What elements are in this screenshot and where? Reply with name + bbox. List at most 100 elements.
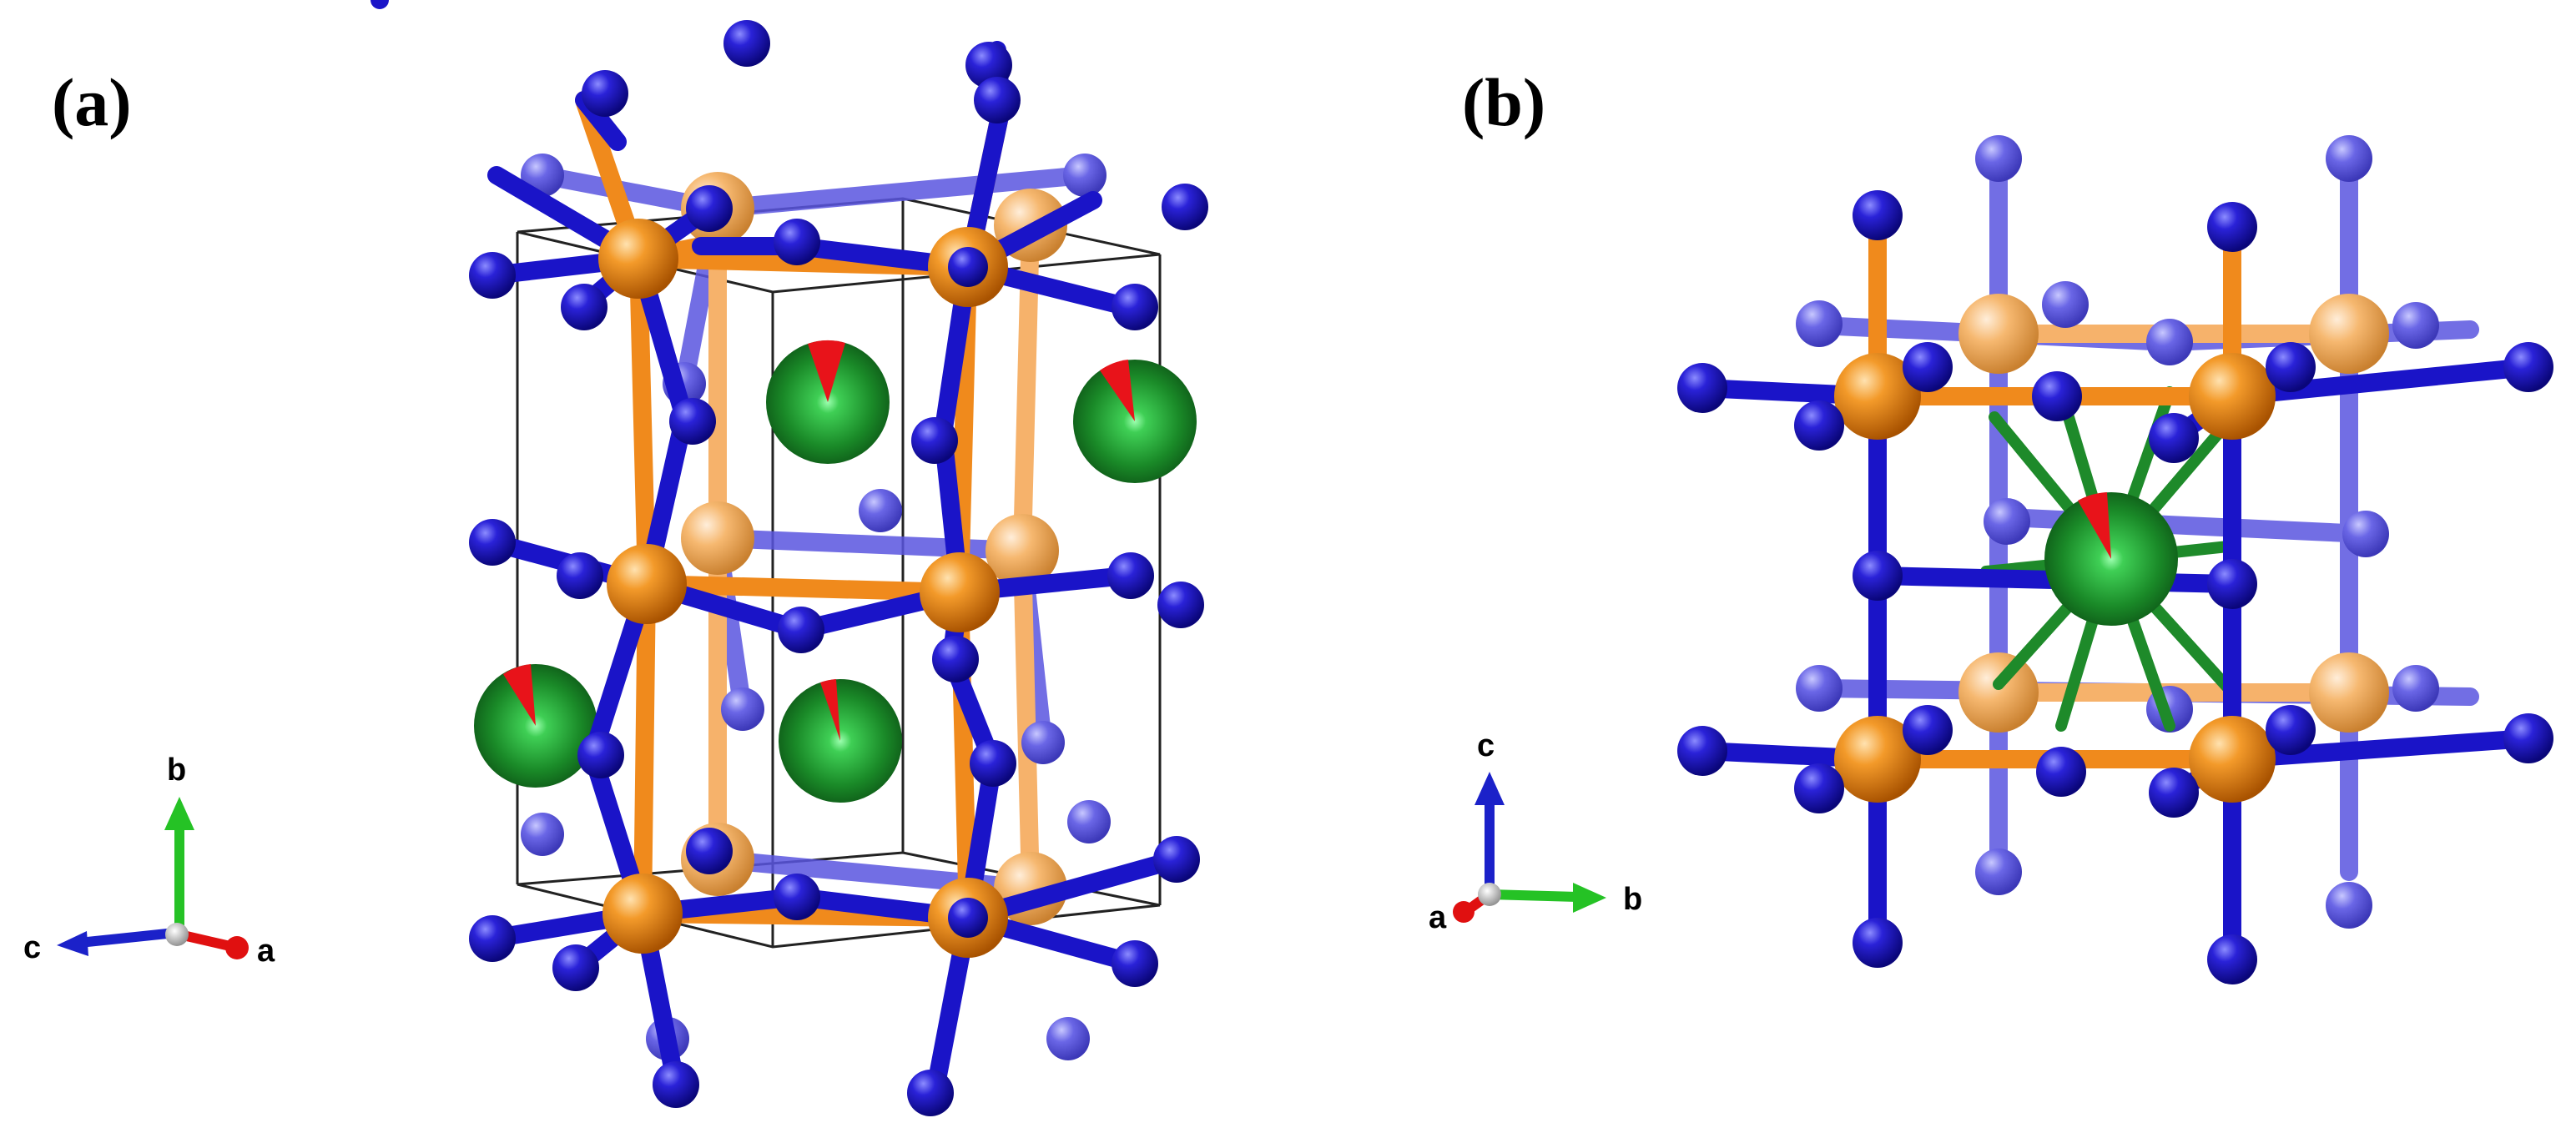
anion-atom	[1157, 582, 1204, 628]
metal-atom-far	[1958, 652, 2039, 733]
anion-atom-far	[1067, 800, 1111, 843]
anion-atom-far	[2342, 511, 2389, 557]
anion-atom	[1112, 284, 1158, 330]
anion-atom	[582, 70, 628, 117]
metal-atom-far	[986, 514, 1059, 587]
anion-atom	[469, 519, 516, 566]
anion-atom	[774, 874, 820, 920]
anion-atom	[1794, 763, 1844, 813]
anion-atom	[1677, 726, 1727, 776]
metal-atom	[1834, 353, 1921, 440]
anion-atom	[948, 247, 988, 287]
cation-atom	[474, 664, 597, 788]
anion-atom-far	[521, 813, 564, 856]
anion-atom	[1153, 836, 1200, 883]
anion-atom	[552, 944, 599, 991]
anion-atoms	[1677, 190, 2553, 984]
anion-atom-far	[1975, 848, 2022, 895]
cation-atom	[779, 679, 902, 803]
anion-atoms	[469, 20, 1208, 1116]
anion-atom	[2266, 705, 2316, 755]
axis-label-right: a	[257, 934, 275, 969]
axis-indicator-a: b c a	[23, 753, 275, 969]
anion-atom	[911, 417, 958, 464]
metal-atom-far	[2309, 294, 2389, 374]
anion-atom-far	[2326, 882, 2372, 929]
panel-a: (a)	[23, 0, 1208, 1116]
axis-label-up: c	[1477, 728, 1495, 763]
metal-atom-far	[681, 501, 754, 575]
anion-atom	[1112, 940, 1158, 987]
anion-atom	[469, 252, 516, 299]
anion-atom	[469, 915, 516, 962]
anion-atom	[778, 607, 824, 653]
anion-atom	[1162, 184, 1208, 230]
anion-atom	[2207, 202, 2257, 252]
anion-atom	[2207, 934, 2257, 984]
anion-atom	[686, 828, 733, 874]
anion-atom	[2266, 342, 2316, 392]
cation-atoms	[474, 340, 1197, 803]
anion-atom-far	[1063, 154, 1107, 197]
axis-label-left: c	[23, 930, 41, 965]
anion-atom	[2149, 768, 2199, 818]
anion-atom	[2207, 559, 2257, 609]
axis-indicator-b: c b a	[1429, 728, 1642, 935]
metal-atom	[2189, 716, 2276, 803]
anion-atom	[932, 636, 979, 682]
axis-label-left: a	[1429, 900, 1447, 935]
cation-atom	[1073, 360, 1197, 483]
metal-atom	[2189, 353, 2276, 440]
panel-label-b: (b)	[1462, 64, 1545, 140]
anion-atom-far	[2146, 319, 2193, 365]
anion-atom-far	[2392, 665, 2439, 712]
metal-atom-far	[2309, 652, 2389, 733]
anion-atom-far	[2326, 135, 2372, 182]
metal-atom	[602, 874, 683, 954]
panel-label-a: (a)	[52, 64, 132, 140]
anion-atom-far	[1046, 1017, 1090, 1060]
metal-atoms	[1834, 353, 2276, 803]
anion-atom	[723, 20, 770, 67]
anion-atom	[577, 732, 624, 778]
cation-atom	[766, 340, 890, 464]
anion-atom	[970, 740, 1016, 787]
anion-atom	[561, 284, 607, 330]
anion-atom	[686, 185, 733, 232]
anion-atom	[2503, 342, 2553, 392]
anion-atom-far	[1984, 498, 2030, 545]
anion-atom	[2503, 713, 2553, 763]
anion-atom-far	[1796, 665, 1843, 712]
anion-atom	[669, 398, 716, 445]
anion-atom	[974, 77, 1021, 123]
anion-atom	[1903, 342, 1953, 392]
metal-atom	[1834, 716, 1921, 803]
anion-atom	[2036, 747, 2086, 797]
anion-atom	[774, 219, 820, 265]
metal-atom	[607, 544, 687, 624]
anion-atom	[1107, 552, 1154, 599]
atoms-back-layer	[1796, 135, 2439, 929]
anion-atom-far	[2042, 281, 2089, 328]
anion-atom-far	[2392, 302, 2439, 349]
anion-atom-far	[1796, 300, 1843, 347]
anion-atom	[1853, 918, 1903, 968]
anion-atom-far	[1975, 135, 2022, 182]
anion-atom-far	[859, 489, 902, 532]
axis-label-right: b	[1623, 882, 1642, 917]
anion-atom	[1677, 363, 1727, 413]
metal-atom	[598, 219, 678, 299]
anion-atom	[1853, 190, 1903, 240]
anion-atom	[2032, 371, 2082, 421]
axis-label-up: b	[167, 753, 186, 788]
panel-b: (b)	[1429, 64, 2553, 984]
anion-atom	[2149, 413, 2199, 463]
anion-atom	[1903, 705, 1953, 755]
anion-atom	[948, 898, 988, 938]
anion-atom	[653, 1061, 699, 1108]
anion-atom	[965, 42, 1012, 88]
anion-atom	[907, 1070, 954, 1116]
anion-atom	[1794, 400, 1844, 451]
anion-atom-far	[1021, 721, 1065, 764]
